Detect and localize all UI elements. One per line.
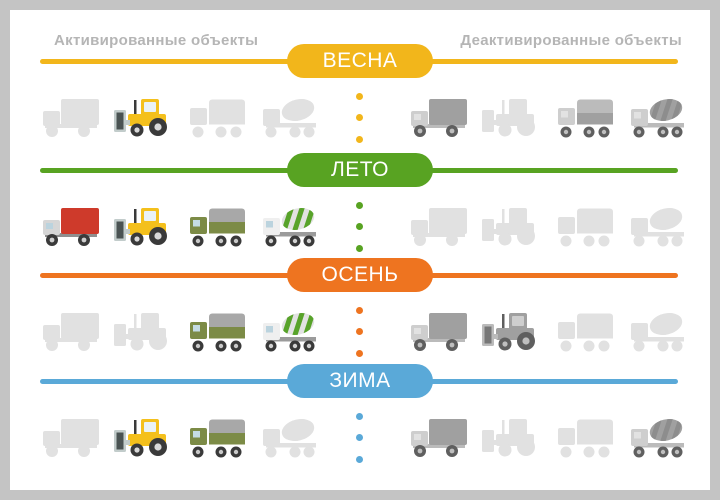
season-label: ОСЕНЬ bbox=[321, 263, 399, 286]
connector-dot bbox=[356, 455, 363, 463]
vehicle-box-truck-ghost-icon bbox=[38, 94, 104, 142]
connector-dot bbox=[356, 135, 363, 143]
connector-dot bbox=[356, 328, 363, 335]
vehicle-mixer-active-icon[interactable] bbox=[257, 203, 323, 251]
connector-dot bbox=[356, 434, 363, 441]
vehicle-mixer-ghost-icon bbox=[257, 94, 323, 142]
vehicle-mixer-ghost-icon bbox=[625, 203, 691, 251]
vehicle-tractor-ghost-icon bbox=[479, 94, 545, 142]
connector-dot bbox=[356, 244, 363, 252]
seasons-card: Активированные объекты Деактивированные … bbox=[10, 10, 710, 490]
activated-objects-label: Активированные объекты bbox=[54, 32, 259, 49]
activated-row-spring bbox=[34, 92, 326, 144]
deactivated-row-autumn bbox=[402, 306, 694, 358]
vehicle-tractor-active-icon[interactable] bbox=[111, 203, 177, 251]
deactivated-row-spring bbox=[402, 92, 694, 144]
vehicle-tractor-active-icon[interactable] bbox=[111, 414, 177, 462]
vehicle-canvas-truck-ghost-icon bbox=[552, 203, 618, 251]
vehicle-canvas-truck-ghost-icon bbox=[552, 414, 618, 462]
connector-dot bbox=[356, 201, 363, 209]
connector-dot bbox=[356, 223, 363, 230]
vehicle-tractor-ghost-icon bbox=[479, 203, 545, 251]
vehicle-box-truck-ghost-icon bbox=[406, 203, 472, 251]
deactivated-objects-label: Деактивированные объекты bbox=[460, 32, 682, 49]
vehicle-box-truck-gray-icon[interactable] bbox=[406, 414, 472, 462]
season-pill-winter[interactable]: ЗИМА bbox=[287, 364, 433, 398]
vehicle-box-truck-gray-icon[interactable] bbox=[406, 94, 472, 142]
vehicle-box-truck-ghost-icon bbox=[38, 414, 104, 462]
connector-dot bbox=[356, 306, 363, 314]
vehicle-tractor-ghost-icon bbox=[479, 414, 545, 462]
vehicle-canvas-truck-ghost-icon bbox=[184, 94, 250, 142]
vehicle-box-truck-gray-icon[interactable] bbox=[406, 308, 472, 356]
connector-dot bbox=[356, 412, 363, 420]
vehicle-mixer-ghost-icon bbox=[257, 414, 323, 462]
vehicle-canvas-truck-active-icon[interactable] bbox=[184, 308, 250, 356]
connector-dot bbox=[356, 349, 363, 357]
connector-dot bbox=[356, 114, 363, 121]
season-label: ВЕСНА bbox=[322, 49, 398, 72]
season-pill-autumn[interactable]: ОСЕНЬ bbox=[287, 258, 433, 292]
vehicle-canvas-truck-active-icon[interactable] bbox=[184, 203, 250, 251]
vehicle-canvas-truck-gray-icon[interactable] bbox=[552, 94, 618, 142]
activated-row-winter bbox=[34, 412, 326, 464]
vehicle-tractor-gray-icon[interactable] bbox=[479, 308, 545, 356]
vehicle-mixer-gray-icon[interactable] bbox=[625, 414, 691, 462]
vehicle-mixer-ghost-icon bbox=[625, 308, 691, 356]
season-label: ЛЕТО bbox=[330, 158, 389, 181]
season-label: ЗИМА bbox=[329, 369, 391, 392]
deactivated-row-summer bbox=[402, 201, 694, 253]
activated-row-autumn bbox=[34, 306, 326, 358]
vehicle-tractor-active-icon[interactable] bbox=[111, 94, 177, 142]
deactivated-row-winter bbox=[402, 412, 694, 464]
vehicle-box-truck-ghost-icon bbox=[38, 308, 104, 356]
activated-row-summer bbox=[34, 201, 326, 253]
vehicle-box-truck-active-icon[interactable] bbox=[38, 203, 104, 251]
vehicle-tractor-ghost-icon bbox=[111, 308, 177, 356]
vehicle-mixer-active-icon[interactable] bbox=[257, 308, 323, 356]
season-pill-summer[interactable]: ЛЕТО bbox=[287, 153, 433, 187]
vehicle-canvas-truck-active-icon[interactable] bbox=[184, 414, 250, 462]
connector-dot bbox=[356, 92, 363, 100]
vehicle-mixer-gray-icon[interactable] bbox=[625, 94, 691, 142]
season-pill-spring[interactable]: ВЕСНА bbox=[287, 44, 433, 78]
vehicle-canvas-truck-ghost-icon bbox=[552, 308, 618, 356]
